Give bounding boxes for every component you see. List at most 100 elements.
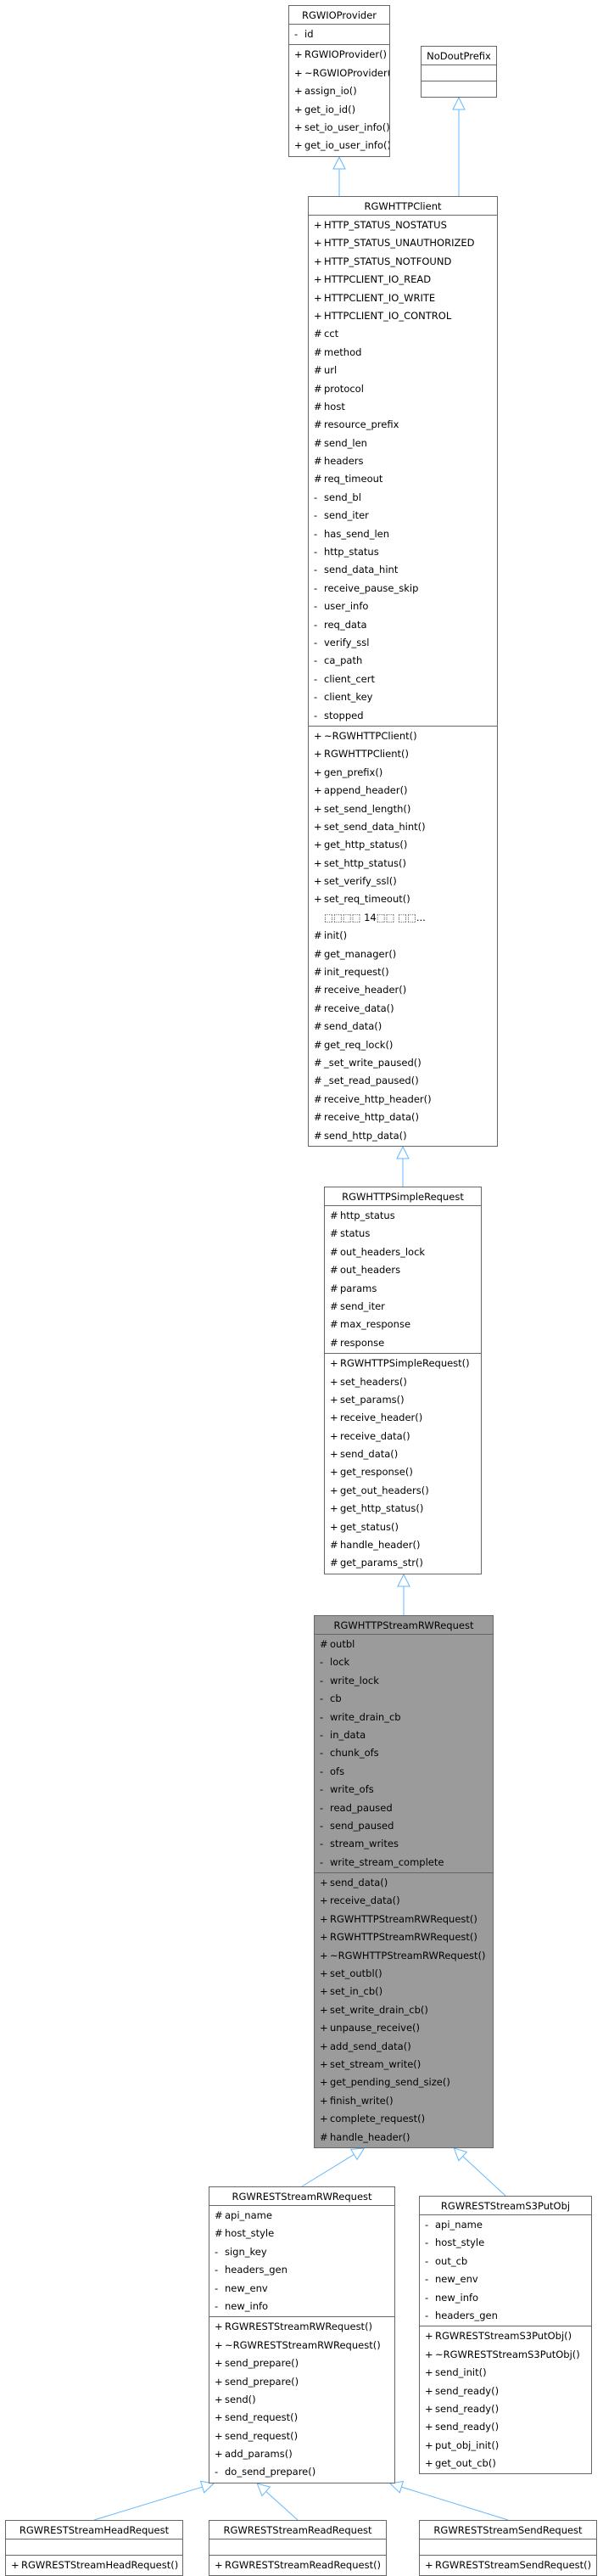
method-row: +unpause_receive() (315, 2019, 493, 2037)
method-name: init() (324, 929, 348, 942)
attribute-row: -api_name (420, 2216, 591, 2234)
methods-section: +RGWRESTStreamReadRequest() (209, 2556, 386, 2575)
attribute-row: -write_stream_complete (315, 1854, 493, 1872)
visibility-marker: - (314, 600, 318, 613)
class-box-rgwreststreamreadrequest[interactable]: RGWRESTStreamReadRequest+RGWRESTStreamRe… (209, 2520, 387, 2576)
visibility-marker: # (330, 1209, 338, 1221)
method-name: RGWRESTStreamSendRequest() (435, 2559, 592, 2571)
inheritance-arrowhead (453, 2147, 468, 2162)
visibility-marker: - (294, 28, 299, 40)
method-row: +add_send_data() (315, 2038, 493, 2056)
method-name: ~RGWHTTPStreamRWRequest() (330, 1949, 486, 1961)
attribute-name: out_headers (340, 1264, 401, 1277)
attribute-row: -user_info (309, 598, 497, 615)
attribute-row: +HTTPCLIENT_IO_WRITE (309, 289, 497, 307)
attributes-section (209, 2540, 386, 2556)
attribute-name: new_env (435, 2273, 478, 2286)
attribute-name: write_stream_complete (330, 1855, 444, 1868)
visibility-marker: + (320, 2113, 328, 2125)
method-row: #init_request() (309, 963, 497, 981)
attribute-row: -out_cb (420, 2253, 591, 2270)
visibility-marker: # (330, 1539, 338, 1552)
class-box-rgwreststreamheadrequest[interactable]: RGWRESTStreamHeadRequest+RGWRESTStreamHe… (5, 2520, 183, 2576)
visibility-marker: # (314, 1002, 322, 1014)
visibility-marker: + (320, 2022, 328, 2034)
attribute-name: headers (324, 455, 364, 468)
attribute-name: headers_gen (435, 2309, 498, 2321)
method-row: +set_headers() (325, 1373, 481, 1391)
class-box-rgwreststreamsendrequest[interactable]: RGWRESTStreamSendRequest +RGWRESTStreamSe… (419, 2520, 597, 2576)
visibility-marker: # (314, 929, 322, 942)
class-name: RGWRESTStreamSendRequest (420, 2521, 596, 2540)
visibility-marker: + (330, 1375, 338, 1388)
method-row: +set_verify_ssl() (309, 873, 497, 890)
method-name: ~RGWRESTStreamRWRequest() (225, 2338, 381, 2351)
attribute-row: -lock (315, 1653, 493, 1671)
method-row: +set_http_status() (309, 855, 497, 873)
method-name: RGWRESTStreamHeadRequest() (21, 2559, 179, 2571)
attribute-name: send_bl (324, 491, 361, 503)
method-row: #init() (309, 927, 497, 945)
visibility-marker: + (425, 2330, 433, 2343)
visibility-marker: - (314, 636, 318, 648)
method-name: append_header() (324, 784, 408, 797)
class-box-nodoutprefix[interactable]: NoDoutPrefix (421, 46, 497, 98)
visibility-marker: # (314, 1129, 322, 1142)
method-row: +set_io_user_info() (289, 119, 389, 137)
inheritance-arrowhead (388, 2480, 405, 2494)
attribute-row: -new_info (209, 2298, 394, 2315)
visibility-marker: # (314, 947, 322, 960)
attribute-row: -client_key (309, 688, 497, 706)
visibility-marker: + (330, 1520, 338, 1533)
attribute-name: host (324, 400, 345, 412)
methods-section: +RGWRESTStreamSendRequest() (420, 2556, 596, 2575)
method-name: get_manager() (324, 947, 397, 960)
class-box-rgwreststreamrwrequest[interactable]: RGWRESTStreamRWRequest#api_name#host_sty… (209, 2186, 395, 2483)
visibility-marker: - (314, 527, 318, 540)
attribute-name: stopped (324, 709, 364, 721)
visibility-marker: # (320, 1638, 328, 1650)
visibility-marker: # (330, 1227, 338, 1240)
class-box-rgwhttpclient[interactable]: RGWHTTPClient+HTTP_STATUS_NOSTATUS+HTTP_… (308, 196, 498, 1147)
method-name: receive_data() (330, 1894, 400, 1907)
method-name: assign_io() (304, 85, 357, 98)
methods-section: +~RGWHTTPClient()+RGWHTTPClient()+gen_pr… (309, 727, 497, 1146)
inheritance-arrowhead (452, 96, 466, 110)
class-name: RGWRESTStreamRWRequest (209, 2187, 394, 2206)
attribute-row: +HTTP_STATUS_NOSTATUS (309, 216, 497, 234)
class-box-rgwreststreams3putobj[interactable]: RGWRESTStreamS3PutObj-api_name-host_styl… (419, 2196, 592, 2475)
attribute-row: #outbl (315, 1636, 493, 1653)
method-name: get_http_status() (340, 1502, 424, 1515)
visibility-marker: + (320, 1894, 328, 1907)
method-row: +RGWIOProvider() (289, 46, 389, 64)
attribute-row: -ofs (315, 1763, 493, 1781)
method-row: +set_send_length() (309, 800, 497, 818)
class-box-rgwioprovider[interactable]: RGWIOProvider-id+RGWIOProvider()+~RGWIOP… (288, 5, 390, 157)
attribute-name: out_headers_lock (340, 1245, 426, 1258)
method-name: receive_header() (340, 1411, 423, 1424)
method-name: RGWIOProvider() (304, 48, 388, 61)
method-name: send_request() (225, 2429, 299, 2442)
visibility-marker: - (314, 546, 318, 558)
attribute-name: ofs (330, 1765, 345, 1777)
attribute-row: +HTTPCLIENT_IO_CONTROL (309, 307, 497, 325)
visibility-marker: # (330, 1245, 338, 1258)
visibility-marker: - (215, 2264, 219, 2276)
visibility-marker: + (215, 2357, 223, 2370)
method-name: RGWRESTStreamRWRequest() (225, 2321, 373, 2333)
attribute-name: stream_writes (330, 1838, 399, 1850)
class-box-rgwhttpstreamrwrequest[interactable]: RGWHTTPStreamRWRequest#outbl-lock-write_… (314, 1615, 494, 2148)
visibility-marker: - (320, 1728, 324, 1741)
visibility-marker: + (320, 2040, 328, 2052)
method-row: +RGWHTTPStreamRWRequest() (315, 1928, 493, 1946)
method-row: #handle_header() (325, 1536, 481, 1554)
visibility-marker: # (314, 1020, 322, 1033)
attribute-row: -receive_pause_skip (309, 580, 497, 598)
method-row: +~RGWIOProvider() (289, 65, 389, 82)
attribute-row: #host (309, 398, 497, 416)
attribute-row: -has_send_len (309, 525, 497, 543)
attribute-name: req_data (324, 618, 367, 631)
attribute-row: +HTTP_STATUS_NOTFOUND (309, 253, 497, 271)
class-box-rgwhttpsimplerequest[interactable]: RGWHTTPSimpleRequest#http_status#status#… (324, 1187, 482, 1574)
